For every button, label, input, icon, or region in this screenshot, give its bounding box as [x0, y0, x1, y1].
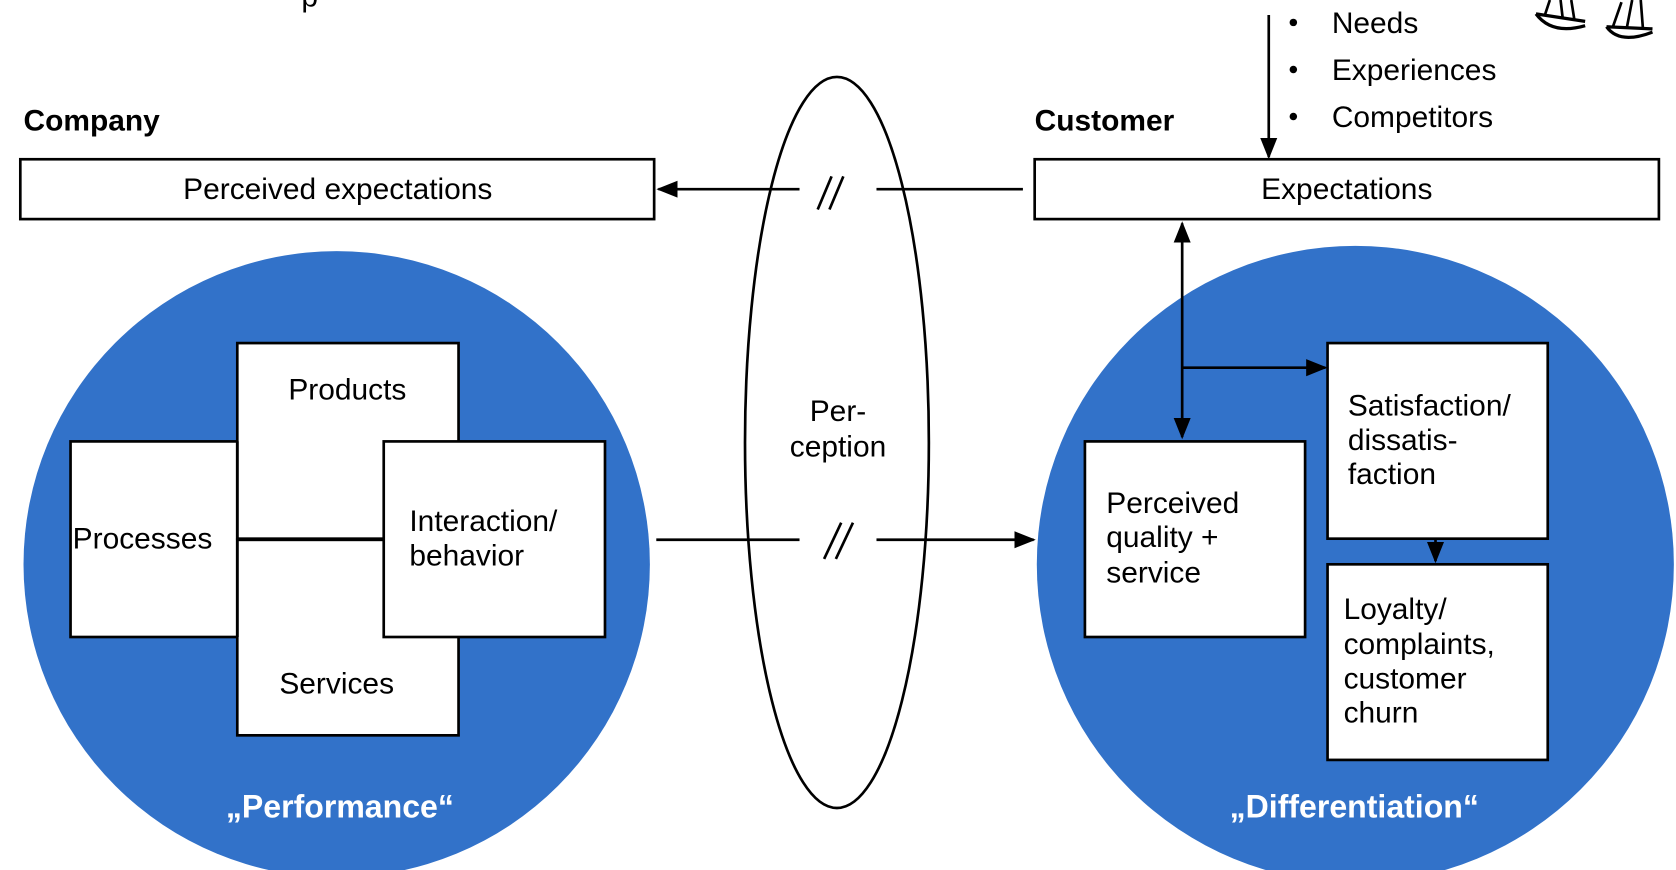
loyalty-line1: Loyalty/ — [1344, 593, 1448, 626]
bullet-icon — [1289, 112, 1298, 121]
influence-competitors: Competitors — [1332, 101, 1493, 134]
bullet-icon — [1289, 18, 1298, 27]
perceived-quality-line1: Perceived — [1106, 487, 1239, 520]
break-marker-icon — [822, 522, 843, 560]
loyalty-line3: customer — [1344, 662, 1467, 695]
perception-label-line2: ception — [790, 430, 886, 463]
influence-needs: Needs — [1332, 7, 1418, 40]
interaction-label-line1: Interaction/ — [409, 505, 558, 538]
performance-caption: „Performance“ — [226, 789, 454, 825]
services-label: Services — [279, 668, 394, 701]
interaction-label-line2: behavior — [409, 539, 524, 572]
expectation-gap-connector — [656, 175, 1023, 211]
customer-heading: Customer — [1035, 104, 1175, 137]
loyalty-line2: complaints, — [1344, 628, 1495, 661]
loyalty-box — [1326, 562, 1550, 762]
differentiation-boxes: Perceived quality + service Satisfaction… — [1083, 221, 1550, 762]
satisfaction-line2: dissatis- — [1348, 424, 1458, 457]
perceived-quality-line3: service — [1106, 556, 1201, 589]
influences-list: Needs Experiences Competitors — [1289, 7, 1497, 134]
perceived-quality-box — [1083, 440, 1307, 639]
processes-label: Processes — [73, 522, 213, 555]
differentiation-caption: „Differentiation“ — [1230, 789, 1479, 825]
bullet-icon — [1289, 65, 1298, 74]
company-heading: Company — [24, 104, 161, 137]
balance-scale-icon — [1534, 0, 1654, 39]
influence-experiences: Experiences — [1332, 54, 1497, 87]
expectations-label: Expectations — [1261, 173, 1432, 206]
perception-label-line1: Per- — [810, 395, 867, 428]
performance-gap-connector — [656, 522, 1036, 560]
satisfaction-box — [1326, 341, 1550, 541]
satisfaction-line3: faction — [1348, 458, 1436, 491]
perceived-quality-line2: quality + — [1106, 521, 1218, 554]
perceived-expectations-label: Perceived expectations — [183, 173, 492, 206]
performance-boxes: Products Processes Interaction/ behavior… — [69, 341, 607, 737]
products-label: Products — [288, 374, 406, 407]
perception-ellipse — [743, 75, 931, 810]
loyalty-line4: churn — [1344, 697, 1419, 730]
break-marker-icon — [816, 175, 833, 211]
satisfaction-line1: Satisfaction/ — [1348, 390, 1512, 423]
expectations-box: Expectations — [1033, 157, 1661, 221]
top-cut-text: p — [301, 0, 318, 13]
perceived-expectations-box: Perceived expectations — [18, 157, 656, 221]
